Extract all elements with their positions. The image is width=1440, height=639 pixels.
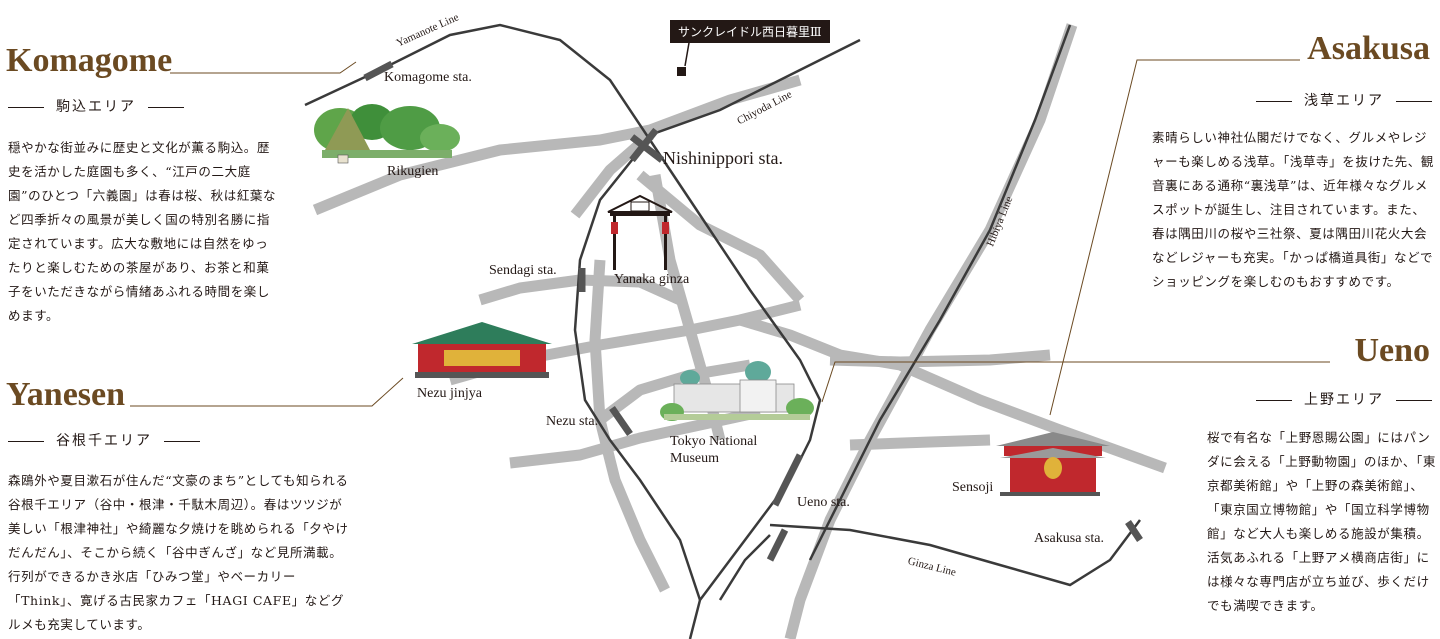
yanesen-leader [130,377,404,407]
asakusa-title: Asakusa [1307,30,1430,67]
nishinippori-station-marker [629,134,665,163]
ginza-line [769,519,1141,587]
yanesen-title: Yanesen [6,376,126,413]
yanaka-ginza-label: Yanaka ginza [614,272,690,287]
nezu-jinjya-label: Nezu jinjya [417,386,482,401]
dash-right [1396,399,1432,401]
asakusa-station-marker [1125,520,1143,542]
dash-left [1256,100,1292,102]
komagome-subtitle-text: 駒込エリア [56,99,136,115]
road [849,434,991,451]
asakusa-station-label: Asakusa sta. [1034,531,1104,546]
hibiya-line [808,24,1072,561]
dash-right [164,440,200,442]
nezu-shrine-illustration [412,322,552,378]
komagome-leader [170,61,357,74]
ueno-station-marker [771,453,804,507]
road [829,349,1051,368]
ueno-title: Ueno [1354,332,1430,369]
yanesen-subtitle: 谷根千エリア [8,430,212,450]
property-pin-icon [677,67,686,76]
chiyoda-line-north [649,38,861,137]
station-markers [363,60,1143,562]
dash-left [8,106,44,108]
nishinippori-station-marker-2 [629,127,659,163]
dash-left [1256,399,1292,401]
dash-right [148,106,184,108]
dash-right [1396,100,1432,102]
komagome-title: Komagome [6,42,173,79]
ueno-subtitle-text: 上野エリア [1304,392,1384,408]
rikugien-label: Rikugien [387,164,439,179]
nezu-station-marker [609,406,633,436]
yanesen-subtitle-text: 谷根千エリア [56,433,152,449]
rikugien-illustration [314,104,460,164]
ueno-station-label: Ueno sta. [797,495,850,510]
road [784,23,1078,639]
nezu-station-label: Nezu sta. [546,414,599,429]
road [509,406,762,469]
road [589,259,670,593]
komagome-description: 穏やかな街並みに歴史と文化が薫る駒込。歴史を活かした庭園も多く、“江戸の二大庭園… [8,140,277,323]
railways [304,23,1141,639]
asakusa-subtitle-text: 浅草エリア [1304,93,1384,109]
dash-left [8,440,44,442]
ueno-description: 桜で有名な「上野恩賜公園」にはパンダに会える「上野動物園」のほか、「東京都美術館… [1207,430,1436,613]
asakusa-subtitle: 浅草エリア [1244,90,1432,110]
ueno-subtitle: 上野エリア [1244,389,1432,409]
sensoji-label: Sensoji [952,480,994,495]
sensoji-illustration [996,432,1110,496]
komagome-station-label: Komagome sta. [384,70,472,85]
asakusa-description: 素晴らしい神社仏閣だけでなく、グルメやレジャーも楽しめる浅草。「浅草寺」を抜けた… [1152,130,1434,289]
yanesen-description: 森鴎外や夏目漱石が住んだ“文豪のまち”としても知られる谷根千エリア（谷中・根津・… [8,473,349,632]
chiyoda-line [573,149,702,601]
komagome-station-marker [363,60,394,82]
ueno-leader [821,361,1330,403]
museum-illustration [660,361,814,421]
property-badge: サンクレイドル西日暮里Ⅲ [670,20,830,43]
museum-label: Tokyo National Museum [670,434,758,466]
sendagi-station-label: Sendagi sta. [489,263,557,278]
yanaka-gate-illustration [607,194,673,270]
road [312,74,802,216]
asakusa-leader [1049,59,1300,416]
ueno-station-marker-2 [766,528,789,562]
leader-lines [130,59,1330,416]
komagome-subtitle: 駒込エリア [8,96,196,116]
road [570,130,654,219]
nishinippori-station-label: Nishinippori sta. [663,148,783,168]
yamanote-line [304,23,822,639]
road [636,170,805,304]
ginza-line-west [718,534,771,601]
road [596,359,751,425]
